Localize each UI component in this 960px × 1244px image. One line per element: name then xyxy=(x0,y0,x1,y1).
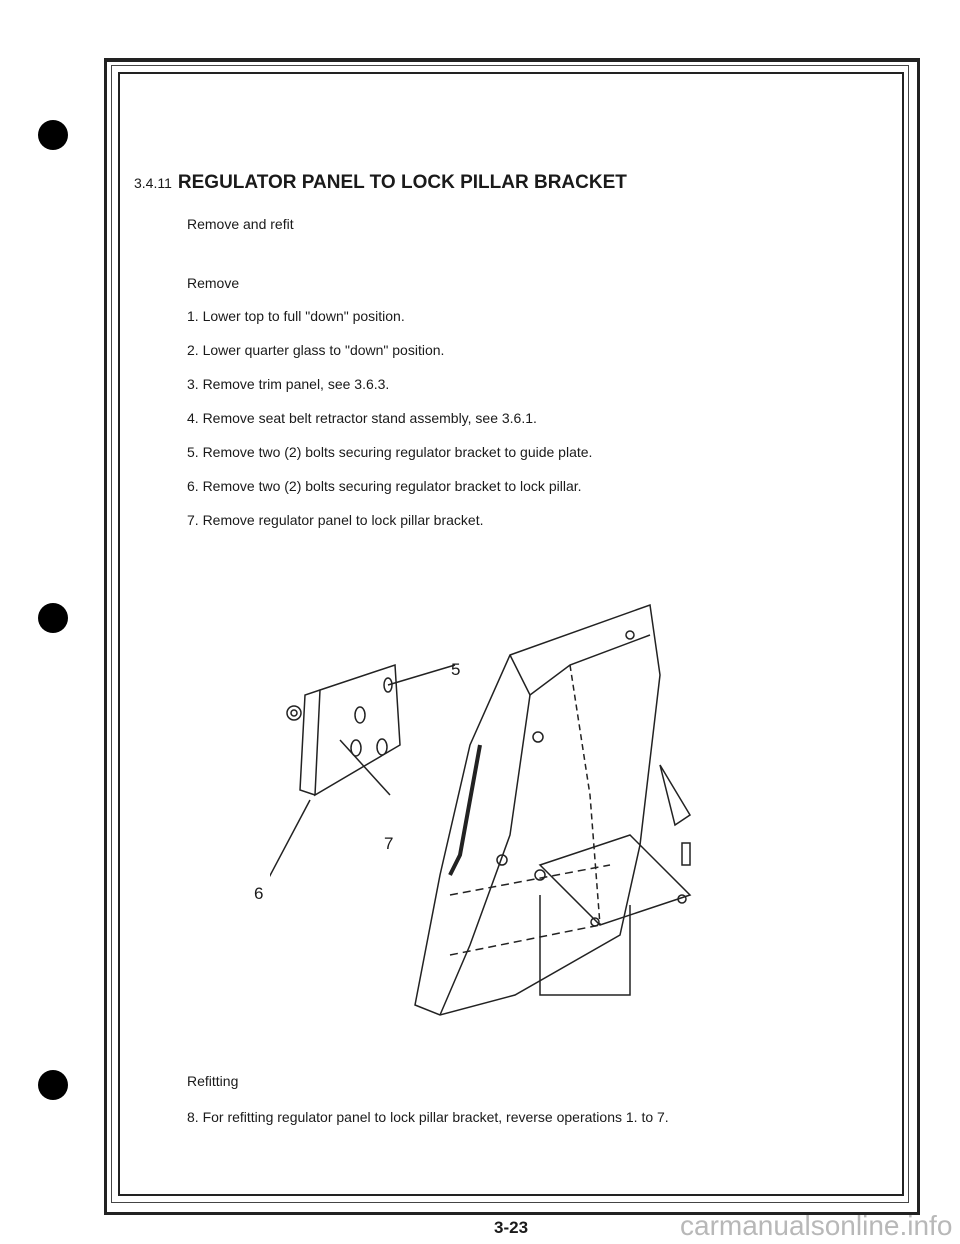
watermark: carmanualsonline.info xyxy=(680,1210,953,1241)
section-title: REGULATOR PANEL TO LOCK PILLAR BRACKET xyxy=(177,172,627,193)
step: 8. For refitting regulator panel to lock… xyxy=(187,1109,669,1125)
callout-5: 5 xyxy=(451,660,461,679)
refitting-heading: Refitting xyxy=(187,1073,239,1089)
page-frame-middle xyxy=(111,65,909,1203)
section-heading: 3.4.11 REGULATOR PANEL TO LOCK PILLAR BRA… xyxy=(134,172,627,194)
remove-heading: Remove xyxy=(187,275,240,291)
step: 7. Remove regulator panel to lock pillar… xyxy=(187,512,484,528)
binder-hole xyxy=(38,1070,68,1100)
step: 4. Remove seat belt retractor stand asse… xyxy=(187,410,537,426)
step: 3. Remove trim panel, see 3.6.3. xyxy=(187,376,390,392)
page-frame-outer xyxy=(104,58,920,1215)
step: 6. Remove two (2) bolts securing regulat… xyxy=(187,478,582,494)
regulator-bracket xyxy=(314,663,401,797)
callout-6: 6 xyxy=(254,884,264,903)
lock-pillar-bracket xyxy=(414,603,661,1016)
binder-hole xyxy=(38,120,68,150)
step: 2. Lower quarter glass to "down" positio… xyxy=(187,342,445,358)
step: 5. Remove two (2) bolts securing regulat… xyxy=(187,444,593,460)
bracket-diagram xyxy=(270,603,692,1016)
section-number: 3.4.11 xyxy=(134,175,172,191)
step: 1. Lower top to full "down" position. xyxy=(187,308,405,324)
page-number: 3-23 xyxy=(494,1218,529,1237)
callout-7: 7 xyxy=(384,834,394,853)
binder-hole xyxy=(38,603,68,633)
subtitle: Remove and refit xyxy=(187,216,294,232)
page-frame-inner xyxy=(118,72,904,1196)
